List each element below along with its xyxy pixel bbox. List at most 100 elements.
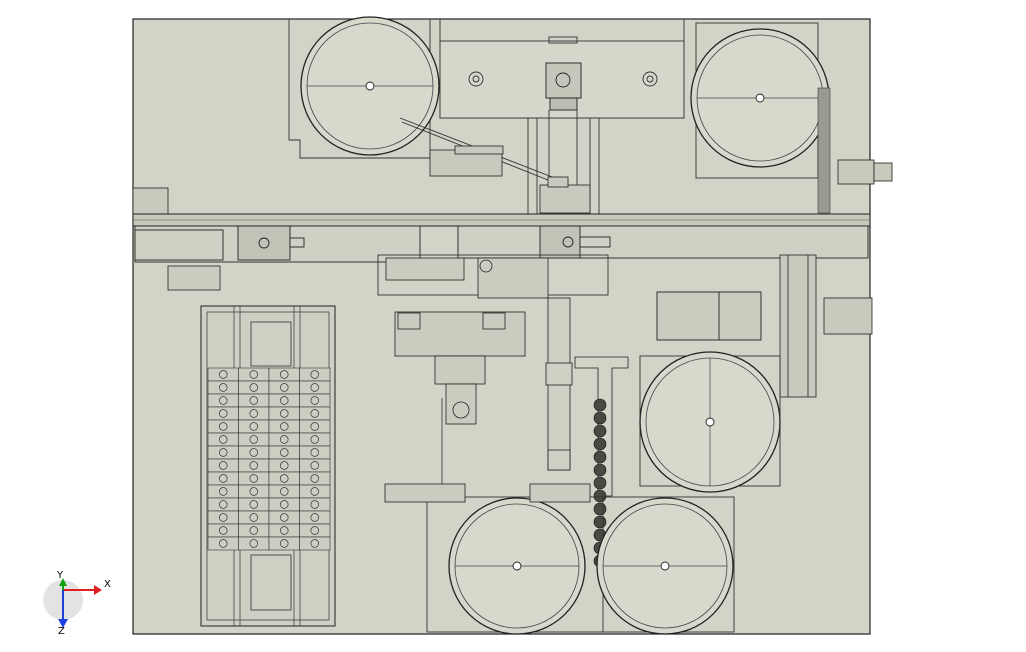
tray-cell-hole	[280, 513, 289, 522]
side-block-left	[132, 187, 169, 215]
x-arrow-head	[94, 585, 102, 595]
tray-cell-hole	[310, 370, 319, 379]
chain-link	[593, 502, 607, 516]
tray-cell	[238, 367, 270, 382]
tray-cell	[299, 536, 331, 551]
tray-cell	[268, 458, 300, 473]
tray-cell-hole	[219, 435, 228, 444]
tray-cell-hole	[280, 435, 289, 444]
tray-cell-hole	[219, 396, 228, 405]
tray-cell	[299, 484, 331, 499]
tray-cell-hole	[249, 396, 258, 405]
tray-cell-hole	[219, 383, 228, 392]
reel-bottom-right	[596, 497, 734, 635]
tray-cell-hole	[249, 513, 258, 522]
tray-cell	[299, 393, 331, 408]
reel-bottom-left	[448, 497, 586, 635]
tray-cell-hole	[219, 487, 228, 496]
tray-cell-hole	[280, 500, 289, 509]
tray-cell-grid	[207, 367, 331, 551]
pick-head-center	[394, 311, 526, 425]
tray-cell-hole	[310, 461, 319, 470]
tray-cell-hole	[310, 526, 319, 535]
tray-cell-hole	[249, 409, 258, 418]
linear-module-right	[457, 225, 869, 259]
tray-cell-hole	[219, 500, 228, 509]
tray-cell	[207, 367, 239, 382]
tray-cell-hole	[310, 487, 319, 496]
reel-mid-right	[639, 351, 781, 493]
tray-cell	[207, 458, 239, 473]
tray-cell	[299, 419, 331, 434]
tray-cell-hole	[310, 448, 319, 457]
tray-cell	[299, 380, 331, 395]
tray-cell-hole	[249, 448, 258, 457]
tray-cell-hole	[249, 500, 258, 509]
chain-link	[593, 398, 607, 412]
y-arrow-head	[59, 578, 67, 586]
servo-motor-right	[656, 291, 762, 341]
tray-cell-hole	[310, 383, 319, 392]
z-axis-label: Z	[58, 626, 65, 637]
tray-cell	[207, 484, 239, 499]
chain-link	[593, 411, 607, 425]
tray-cell-hole	[249, 383, 258, 392]
tray-cell-hole	[219, 513, 228, 522]
coordinate-triad[interactable]: X Y Z	[43, 570, 111, 637]
tray-cell	[207, 419, 239, 434]
tray-cell-hole	[219, 409, 228, 418]
linear-module-left	[134, 225, 421, 263]
chain-right	[817, 87, 831, 214]
vertical-cylinder-center	[545, 297, 573, 471]
tray-cell-hole	[310, 409, 319, 418]
left-clamp-under-beam	[167, 265, 221, 291]
tray-cell-hole	[249, 526, 258, 535]
tray-cell	[299, 497, 331, 512]
tray-cell	[299, 523, 331, 538]
tray-cell	[268, 536, 300, 551]
tray-cell-hole	[219, 474, 228, 483]
center-carriage	[377, 254, 609, 299]
tray-cell-hole	[310, 474, 319, 483]
tray-cell	[268, 393, 300, 408]
tray-cell-hole	[310, 539, 319, 548]
tray-cell	[268, 406, 300, 421]
tray-cell	[207, 393, 239, 408]
tray-cell-hole	[219, 448, 228, 457]
tray-cell	[207, 536, 239, 551]
tray-cell	[238, 471, 270, 486]
tray-cell-hole	[249, 539, 258, 548]
bottom-cylinder-left	[384, 483, 591, 503]
tray-cell	[268, 432, 300, 447]
tray-cell	[299, 432, 331, 447]
tray-cell-hole	[310, 422, 319, 431]
tray-cell	[207, 380, 239, 395]
gripper-top	[539, 176, 591, 214]
tray-cell	[207, 406, 239, 421]
tray-cell	[299, 471, 331, 486]
tray-cell	[268, 471, 300, 486]
tray-cell-hole	[249, 435, 258, 444]
chain-link	[593, 476, 607, 490]
tray-cell-hole	[219, 370, 228, 379]
tray-cell-hole	[249, 461, 258, 470]
tray-cell-hole	[219, 526, 228, 535]
x-axis-label: X	[104, 579, 111, 590]
tray-cell	[299, 406, 331, 421]
tray-cell-hole	[310, 435, 319, 444]
motor-right-edge	[837, 159, 893, 185]
tray-cell	[268, 367, 300, 382]
tray-cell	[268, 523, 300, 538]
tray-cell	[299, 510, 331, 525]
tray-cell-hole	[280, 474, 289, 483]
tray-cell-hole	[280, 539, 289, 548]
tray-cell-hole	[280, 526, 289, 535]
motor-top-center	[545, 62, 582, 111]
tray-cell-hole	[310, 513, 319, 522]
tray-cell-hole	[249, 474, 258, 483]
tray-cell	[299, 458, 331, 473]
l-bracket-center	[574, 356, 629, 497]
tray-cell	[268, 484, 300, 499]
